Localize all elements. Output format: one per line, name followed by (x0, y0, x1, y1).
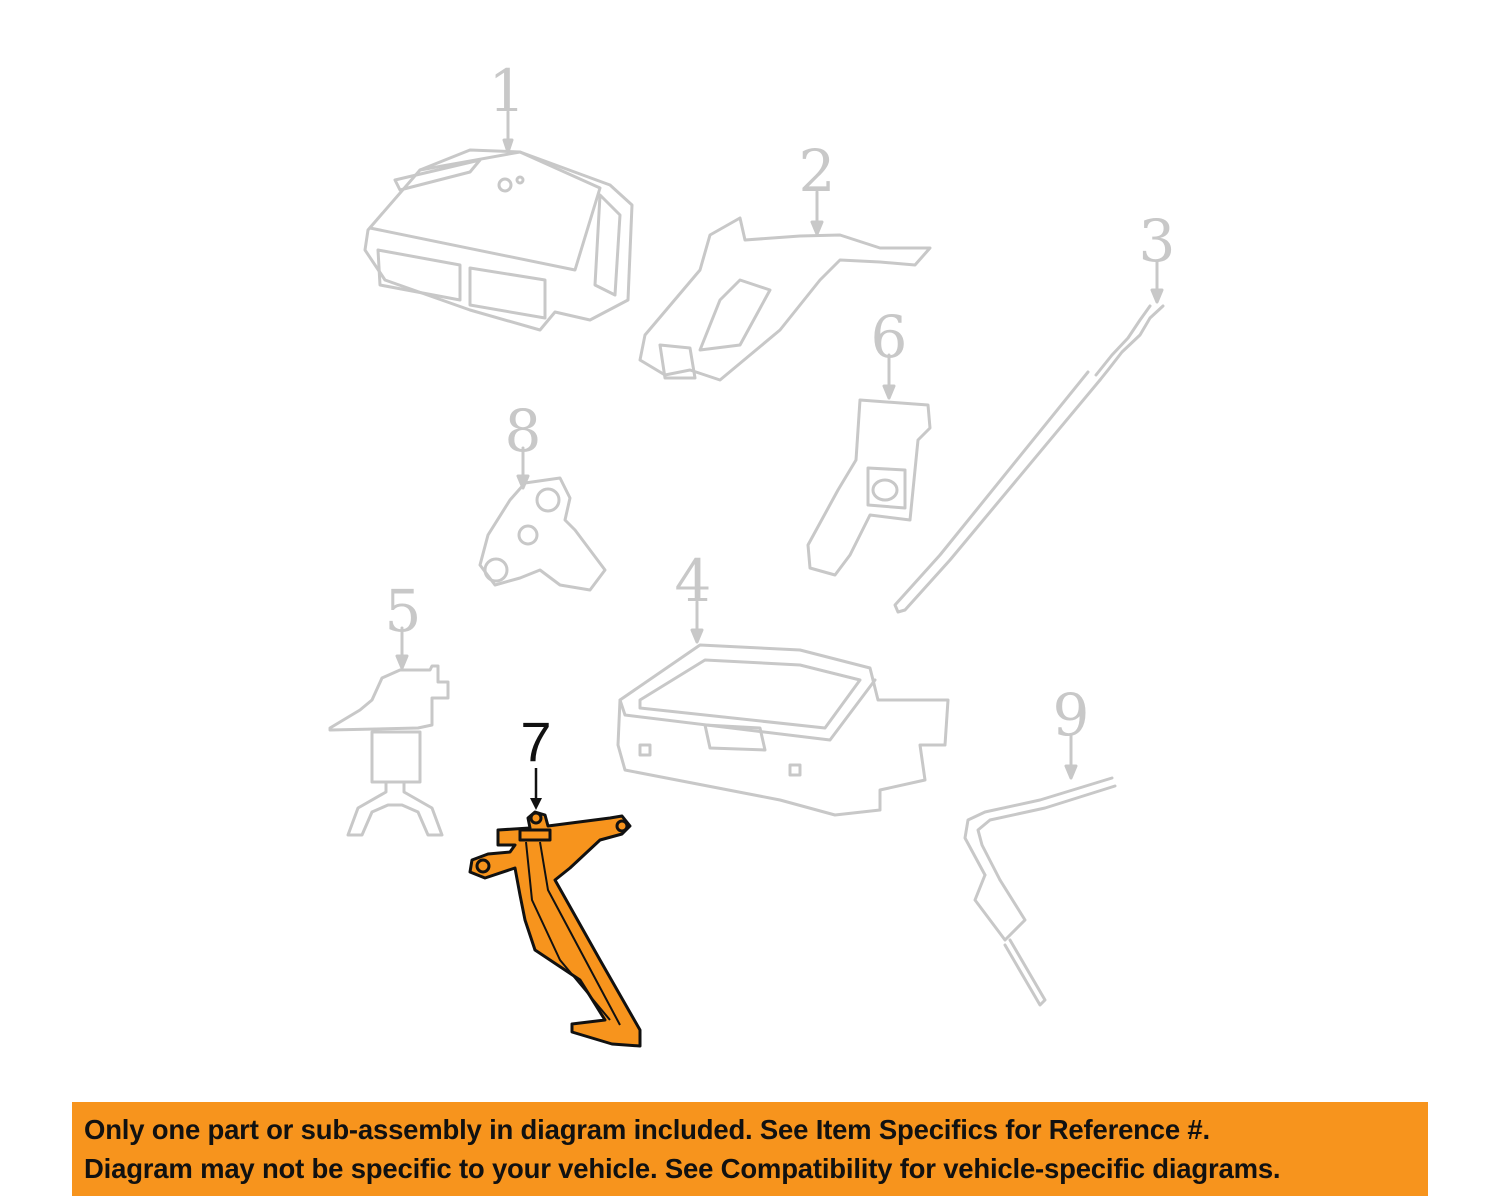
part-5-sensor-icon (328, 626, 450, 837)
callout-9: 9 (1052, 681, 1090, 749)
callout-7-highlighted: 7 (520, 710, 552, 773)
disclaimer-line-1: Only one part or sub-assembly in diagram… (84, 1114, 1210, 1145)
part-4-module-icon (616, 600, 950, 817)
part-8-sensor-icon (478, 446, 607, 592)
part-6-sensor-icon (806, 353, 932, 577)
callout-8: 8 (504, 397, 542, 465)
callout-3: 3 (1138, 207, 1176, 275)
callout-6: 6 (870, 303, 908, 371)
part-7-accelerator-pedal-icon (468, 768, 642, 1048)
disclaimer-banner: Only one part or sub-assembly in diagram… (72, 1102, 1428, 1196)
callout-5: 5 (384, 577, 422, 645)
part-9-sensor-icon (963, 734, 1117, 1007)
part-2-bracket-icon (638, 190, 932, 382)
disclaimer-line-2: Diagram may not be specific to your vehi… (84, 1153, 1281, 1184)
callout-4: 4 (674, 547, 712, 615)
part-3-glow-plug-icon (893, 260, 1165, 614)
callout-1: 1 (488, 57, 526, 125)
part-1-ecm-icon (363, 110, 634, 332)
parts-illustration (328, 110, 1165, 1048)
callout-2: 2 (798, 137, 836, 205)
parts-diagram: 1 2 3 4 5 6 7 8 9 (328, 57, 1176, 1048)
